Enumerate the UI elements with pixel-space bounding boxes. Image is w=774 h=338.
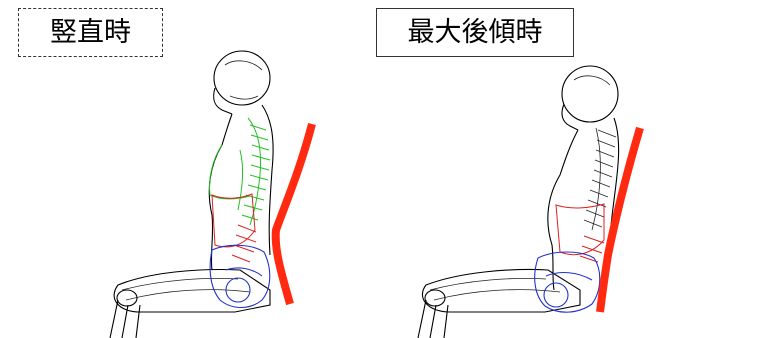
reclined-hip-blue (534, 251, 601, 313)
reclined-pelvis-red (555, 203, 605, 263)
upright-label: 竪直時 (18, 8, 163, 57)
upright-hip-blue (209, 244, 271, 309)
reclined-backrest (596, 126, 644, 313)
upright-head (213, 50, 271, 115)
reclined-seat-frame (417, 268, 581, 338)
reclined-spine-black (583, 127, 617, 231)
upright-seat-frame (109, 268, 271, 338)
upright-backrest (271, 122, 316, 306)
reclined-head (561, 65, 619, 131)
reclined-label: 最大後傾時 (376, 8, 574, 57)
